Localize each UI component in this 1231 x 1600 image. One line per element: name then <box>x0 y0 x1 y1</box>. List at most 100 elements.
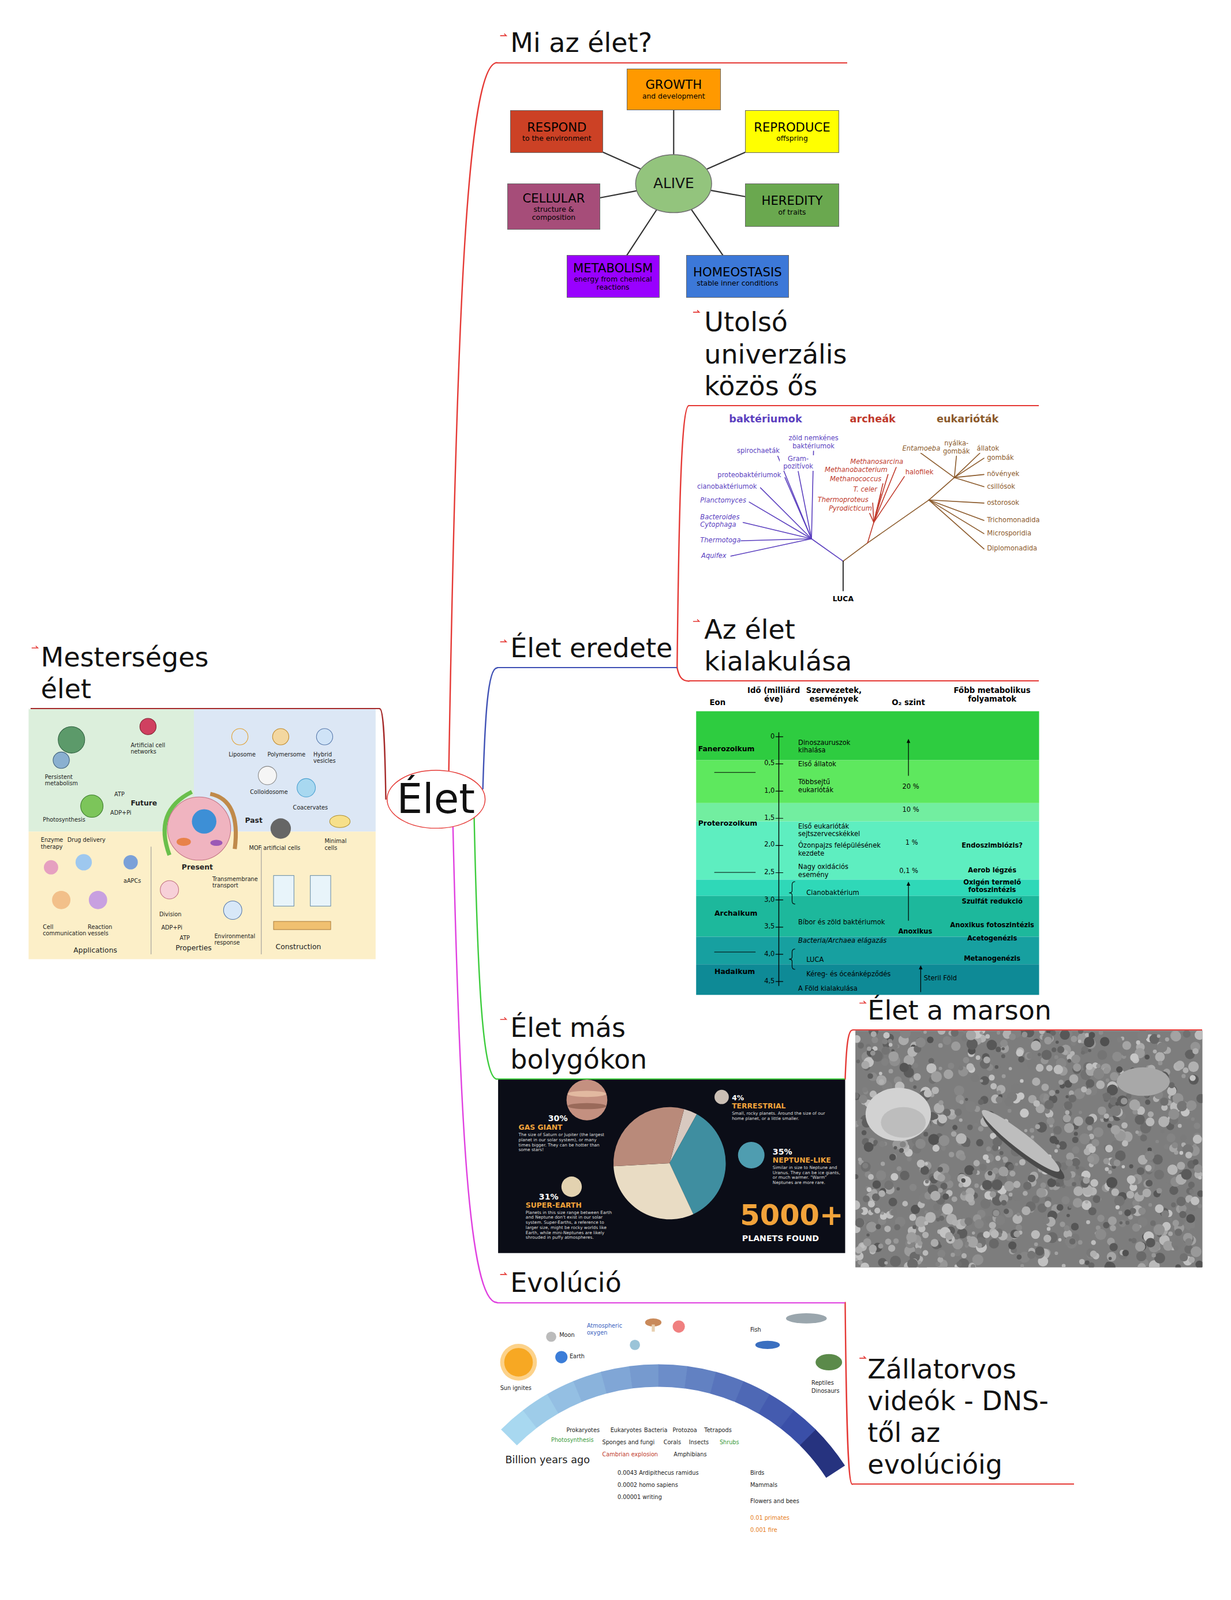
sem-grain <box>1128 1164 1133 1169</box>
label-text: PLANETS FOUND <box>742 1233 819 1244</box>
label-text: Első állatok <box>798 760 837 769</box>
beaker <box>273 875 294 907</box>
topic-marker <box>859 1001 866 1004</box>
polymersome <box>272 728 289 746</box>
connector <box>707 152 746 170</box>
sem-grain <box>1040 1182 1047 1189</box>
eon-separator <box>714 951 756 953</box>
sem-grain <box>995 1046 1002 1053</box>
sem-grain <box>1131 1238 1137 1244</box>
sem-grain <box>1080 1086 1087 1093</box>
sem-grain <box>942 1036 952 1046</box>
box-subtext: energy from chemical reactions <box>570 275 657 292</box>
topic-node: Mesterséges élet <box>30 641 380 710</box>
sem-grain <box>1179 1253 1188 1262</box>
sem-grain <box>1168 1082 1175 1089</box>
sem-grain <box>1108 1216 1117 1226</box>
label-text: ADP+Pi <box>110 809 132 817</box>
label-text: A Föld kialakulása <box>798 985 858 994</box>
label-text: Archaikum <box>714 909 758 919</box>
tree-branch <box>954 458 984 478</box>
sem-grain <box>1136 1251 1147 1262</box>
label-text: SUPER-EARTH <box>525 1201 582 1211</box>
label-text: 2,0 <box>764 840 775 849</box>
sem-grain <box>994 1065 999 1069</box>
sem-grain <box>986 1039 997 1051</box>
sem-grain <box>938 1100 944 1106</box>
sem-grain <box>1154 1204 1164 1214</box>
sem-grain <box>1175 1264 1181 1268</box>
sem-blob <box>1116 1067 1170 1097</box>
sun-glow <box>500 1344 538 1382</box>
sem-grain <box>932 1113 939 1120</box>
connector <box>711 190 746 197</box>
sem-grain <box>1179 1211 1187 1219</box>
sem-grain <box>862 1087 868 1093</box>
sem-grain <box>1088 1262 1095 1268</box>
sem-grain <box>1136 1167 1145 1176</box>
sem-grain <box>862 1195 870 1203</box>
neptune-planet <box>738 1142 765 1169</box>
sem-grain <box>996 1090 1001 1095</box>
sem-grain <box>1007 1109 1012 1114</box>
sem-grain <box>1031 1195 1040 1204</box>
topic-node: Élet más bolygókon <box>496 1012 845 1080</box>
sem-grain <box>1093 1068 1105 1080</box>
sem-grain <box>1132 1224 1141 1233</box>
sem-grain <box>1196 1094 1203 1104</box>
sem-grain <box>958 1065 964 1072</box>
sem-grain <box>913 1073 922 1081</box>
label-text: Polymersome <box>267 751 306 758</box>
planet-band <box>567 1091 606 1098</box>
sem-grain <box>889 1255 901 1267</box>
label-text: LUCA <box>806 956 824 965</box>
sem-grain <box>855 1246 863 1255</box>
label-text: Microsporidia <box>986 529 1032 538</box>
sem-grain <box>871 1037 878 1044</box>
sem-grain <box>938 1215 945 1222</box>
sem-grain <box>1079 1259 1085 1266</box>
sem-grain <box>1063 1225 1070 1231</box>
sem-grain <box>1084 1033 1090 1038</box>
label-text: Applications <box>73 946 118 956</box>
sem-grain <box>1051 1047 1057 1053</box>
sem-grain <box>862 1162 868 1169</box>
sem-grain <box>930 1191 941 1201</box>
pie-slice <box>613 1163 694 1220</box>
label-text: Thermotoga <box>700 536 741 545</box>
label-text: Small, rocky planets. Around the size of… <box>731 1111 834 1122</box>
topic-node: Evolúció <box>496 1267 845 1304</box>
sem-grain <box>1116 1066 1123 1073</box>
brace <box>788 881 796 905</box>
sem-grain <box>955 1133 967 1145</box>
sem-grain <box>1188 1256 1195 1264</box>
sem-grain <box>1175 1228 1183 1237</box>
sem-grain <box>1175 1060 1185 1070</box>
connector <box>453 827 497 1304</box>
label-text: Ózonpajzs felépülésének kezdete <box>798 842 896 858</box>
sem-grain <box>1111 1188 1120 1196</box>
label-text: 0,5 <box>764 759 775 768</box>
sem-grain <box>963 1030 967 1034</box>
sem-grain <box>996 1031 1001 1035</box>
sem-grain <box>1087 1049 1092 1053</box>
label-text: 4,0 <box>764 950 775 959</box>
gas-giant <box>566 1079 608 1121</box>
earth <box>555 1351 568 1364</box>
sem-grain <box>1109 1225 1117 1232</box>
sem-grain <box>1122 1250 1129 1257</box>
axis-tick <box>775 818 783 819</box>
sem-grain <box>999 1151 1004 1156</box>
sem-grain <box>858 1157 863 1162</box>
sem-grain <box>1097 1214 1105 1223</box>
sem-grain <box>1109 1116 1114 1122</box>
eon-separator <box>714 872 756 874</box>
sem-grain <box>1054 1149 1058 1154</box>
sem-grain <box>990 1230 999 1239</box>
sem-grain <box>1072 1198 1083 1208</box>
sem-grain <box>1022 1191 1028 1197</box>
topic-title: Mesterséges élet <box>40 641 225 706</box>
tree-branch <box>954 456 957 478</box>
sem-grain <box>896 1187 900 1192</box>
